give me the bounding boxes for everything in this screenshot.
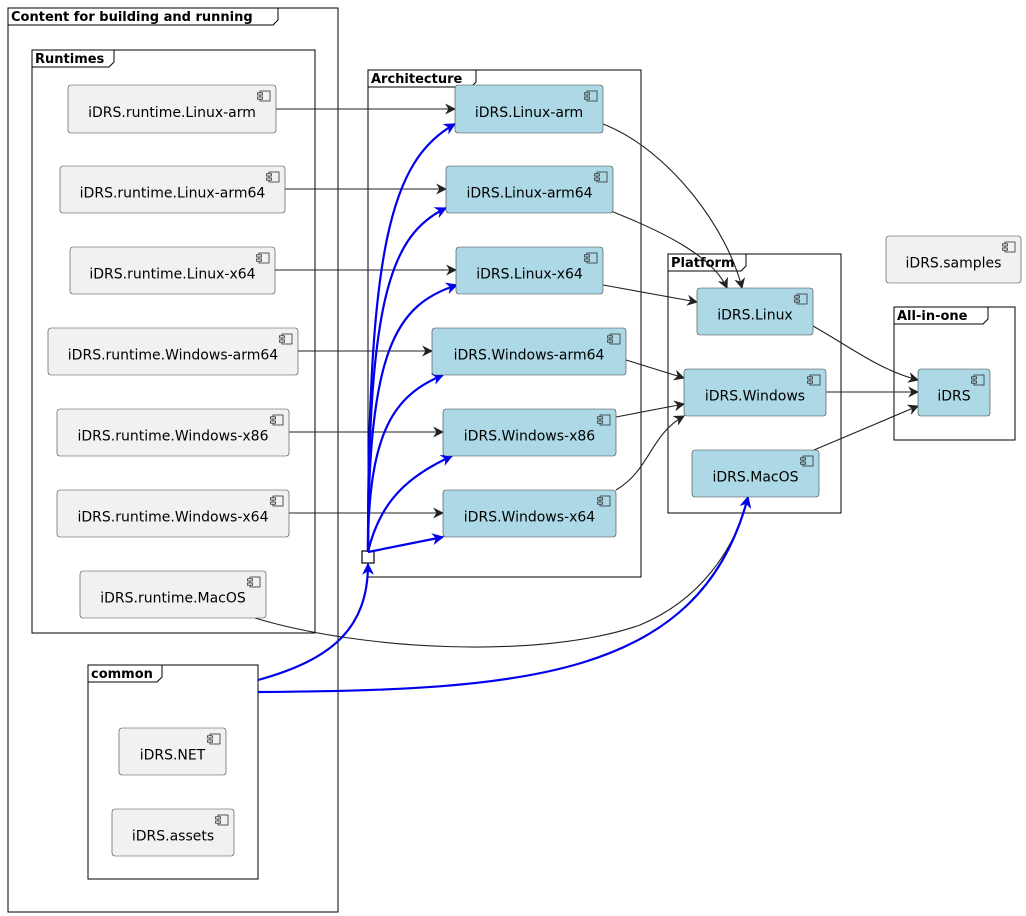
component-icon	[584, 90, 598, 102]
frame-allinone: All-in-one	[893, 306, 1016, 441]
edge-arch_port-to-arch_windows_arm64	[366, 373, 445, 553]
component-icon	[597, 495, 611, 507]
edge-arch_linux_arm64-to-plat_linux	[602, 207, 728, 290]
component-icon	[800, 455, 814, 467]
component-icon	[207, 733, 221, 745]
component-label-arch_windows_x64: iDRS.Windows-x64	[464, 510, 595, 526]
component-arch_linux_arm64[interactable]: iDRS.Linux-arm64	[445, 165, 614, 214]
edge-common-to-plat_macos	[257, 495, 752, 694]
frame-architecture: Architecture	[367, 69, 642, 578]
component-arch_linux_arm[interactable]: iDRS.Linux-arm	[454, 84, 604, 134]
component-label-rt_linux_arm64: iDRS.runtime.Linux-arm64	[80, 186, 266, 202]
component-idrs_assets[interactable]: iDRS.assets	[111, 808, 235, 857]
edge-arch_windows_x64-to-plat_windows	[615, 415, 685, 491]
component-label-arch_windows_x86: iDRS.Windows-x86	[464, 429, 595, 445]
frame-common: common	[87, 664, 259, 880]
component-icon	[1002, 241, 1016, 253]
component-samples[interactable]: iDRS.samples	[885, 235, 1022, 284]
edge-arch_port-to-arch_windows_x64	[367, 533, 445, 554]
component-plat_macos[interactable]: iDRS.MacOS	[691, 449, 820, 498]
component-icon	[807, 374, 821, 386]
frame-runtimes: Runtimes	[31, 49, 316, 634]
edge-common-to-arch_port	[257, 562, 374, 682]
component-icon	[256, 252, 270, 264]
frame-title-allinone: All-in-one	[897, 309, 968, 324]
component-idrs[interactable]: iDRS	[917, 368, 991, 417]
component-plat_linux[interactable]: iDRS.Linux	[696, 287, 814, 336]
component-arch_linux_x64[interactable]: iDRS.Linux-x64	[455, 246, 604, 295]
component-rt_macos[interactable]: iDRS.runtime.MacOS	[79, 570, 267, 619]
edge-plat_linux-to-idrs	[812, 325, 920, 383]
component-label-rt_windows_x86: iDRS.runtime.Windows-x86	[78, 429, 269, 445]
edge-arch_windows_x86-to-plat_windows	[615, 400, 686, 418]
component-label-plat_macos: iDRS.MacOS	[713, 470, 799, 486]
component-label-idrs_assets: iDRS.assets	[132, 829, 214, 845]
component-rt_linux_arm64[interactable]: iDRS.runtime.Linux-arm64	[59, 165, 286, 214]
component-label-rt_windows_arm64: iDRS.runtime.Windows-arm64	[68, 348, 278, 364]
edge-arch_port-to-arch_linux_arm64	[366, 207, 448, 553]
edge-rt_macos-to-plat_macos	[254, 495, 751, 648]
component-rt_windows_x86[interactable]: iDRS.runtime.Windows-x86	[56, 408, 290, 457]
component-icon	[607, 333, 621, 345]
component-rt_windows_arm64[interactable]: iDRS.runtime.Windows-arm64	[47, 327, 299, 376]
component-icon	[215, 814, 229, 826]
edge-plat_macos-to-idrs	[813, 404, 920, 451]
component-arch_windows_x86[interactable]: iDRS.Windows-x86	[442, 408, 617, 457]
component-label-arch_linux_arm64: iDRS.Linux-arm64	[466, 186, 592, 202]
edge-arch_port-to-arch_windows_x86	[366, 454, 454, 553]
frame-title-architecture: Architecture	[371, 72, 463, 87]
component-rt_windows_x64[interactable]: iDRS.runtime.Windows-x64	[56, 489, 290, 538]
component-label-rt_macos: iDRS.runtime.MacOS	[100, 591, 246, 607]
component-icon	[266, 171, 280, 183]
component-icon	[794, 293, 808, 305]
component-label-arch_windows_arm64: iDRS.Windows-arm64	[454, 348, 605, 364]
component-icon	[257, 90, 271, 102]
component-label-plat_windows: iDRS.Windows	[705, 389, 805, 405]
component-label-arch_linux_arm: iDRS.Linux-arm	[475, 105, 583, 121]
frame-platform: Platform	[667, 253, 842, 514]
component-label-idrs_net: iDRS.NET	[140, 748, 206, 764]
frame-content: Content for building and running	[7, 7, 339, 913]
component-icon	[594, 171, 608, 183]
component-icon	[597, 414, 611, 426]
component-label-arch_linux_x64: iDRS.Linux-x64	[476, 267, 583, 283]
component-icon	[971, 374, 985, 386]
edge-arch_linux_arm-to-plat_linux	[602, 123, 746, 290]
edge-arch_windows_arm64-to-plat_windows	[625, 359, 686, 381]
component-arch_windows_x64[interactable]: iDRS.Windows-x64	[442, 489, 617, 538]
component-label-rt_windows_x64: iDRS.runtime.Windows-x64	[78, 510, 269, 526]
component-label-samples: iDRS.samples	[906, 256, 1002, 272]
component-rt_linux_x64[interactable]: iDRS.runtime.Linux-x64	[69, 246, 276, 295]
component-label-idrs: iDRS	[937, 389, 970, 405]
component-label-plat_linux: iDRS.Linux	[717, 308, 792, 324]
frame-title-platform: Platform	[671, 256, 735, 271]
component-icon	[279, 333, 293, 345]
component-rt_linux_arm[interactable]: iDRS.runtime.Linux-arm	[67, 84, 277, 134]
component-icon	[247, 576, 261, 588]
edge-arch_linux_x64-to-plat_linux	[602, 284, 699, 306]
component-icon	[270, 495, 284, 507]
architecture-port	[361, 550, 375, 564]
edge-arch_port-to-arch_linux_x64	[366, 282, 459, 553]
component-icon	[270, 414, 284, 426]
component-label-rt_linux_arm: iDRS.runtime.Linux-arm	[88, 105, 256, 121]
component-plat_windows[interactable]: iDRS.Windows	[683, 368, 827, 417]
component-icon	[584, 252, 598, 264]
component-label-rt_linux_x64: iDRS.runtime.Linux-x64	[89, 267, 255, 283]
frame-title-runtimes: Runtimes	[35, 52, 105, 67]
component-idrs_net[interactable]: iDRS.NET	[118, 727, 227, 776]
frame-title-content: Content for building and running	[11, 10, 253, 25]
frame-title-common: common	[91, 667, 153, 682]
component-arch_windows_arm64[interactable]: iDRS.Windows-arm64	[431, 327, 627, 376]
